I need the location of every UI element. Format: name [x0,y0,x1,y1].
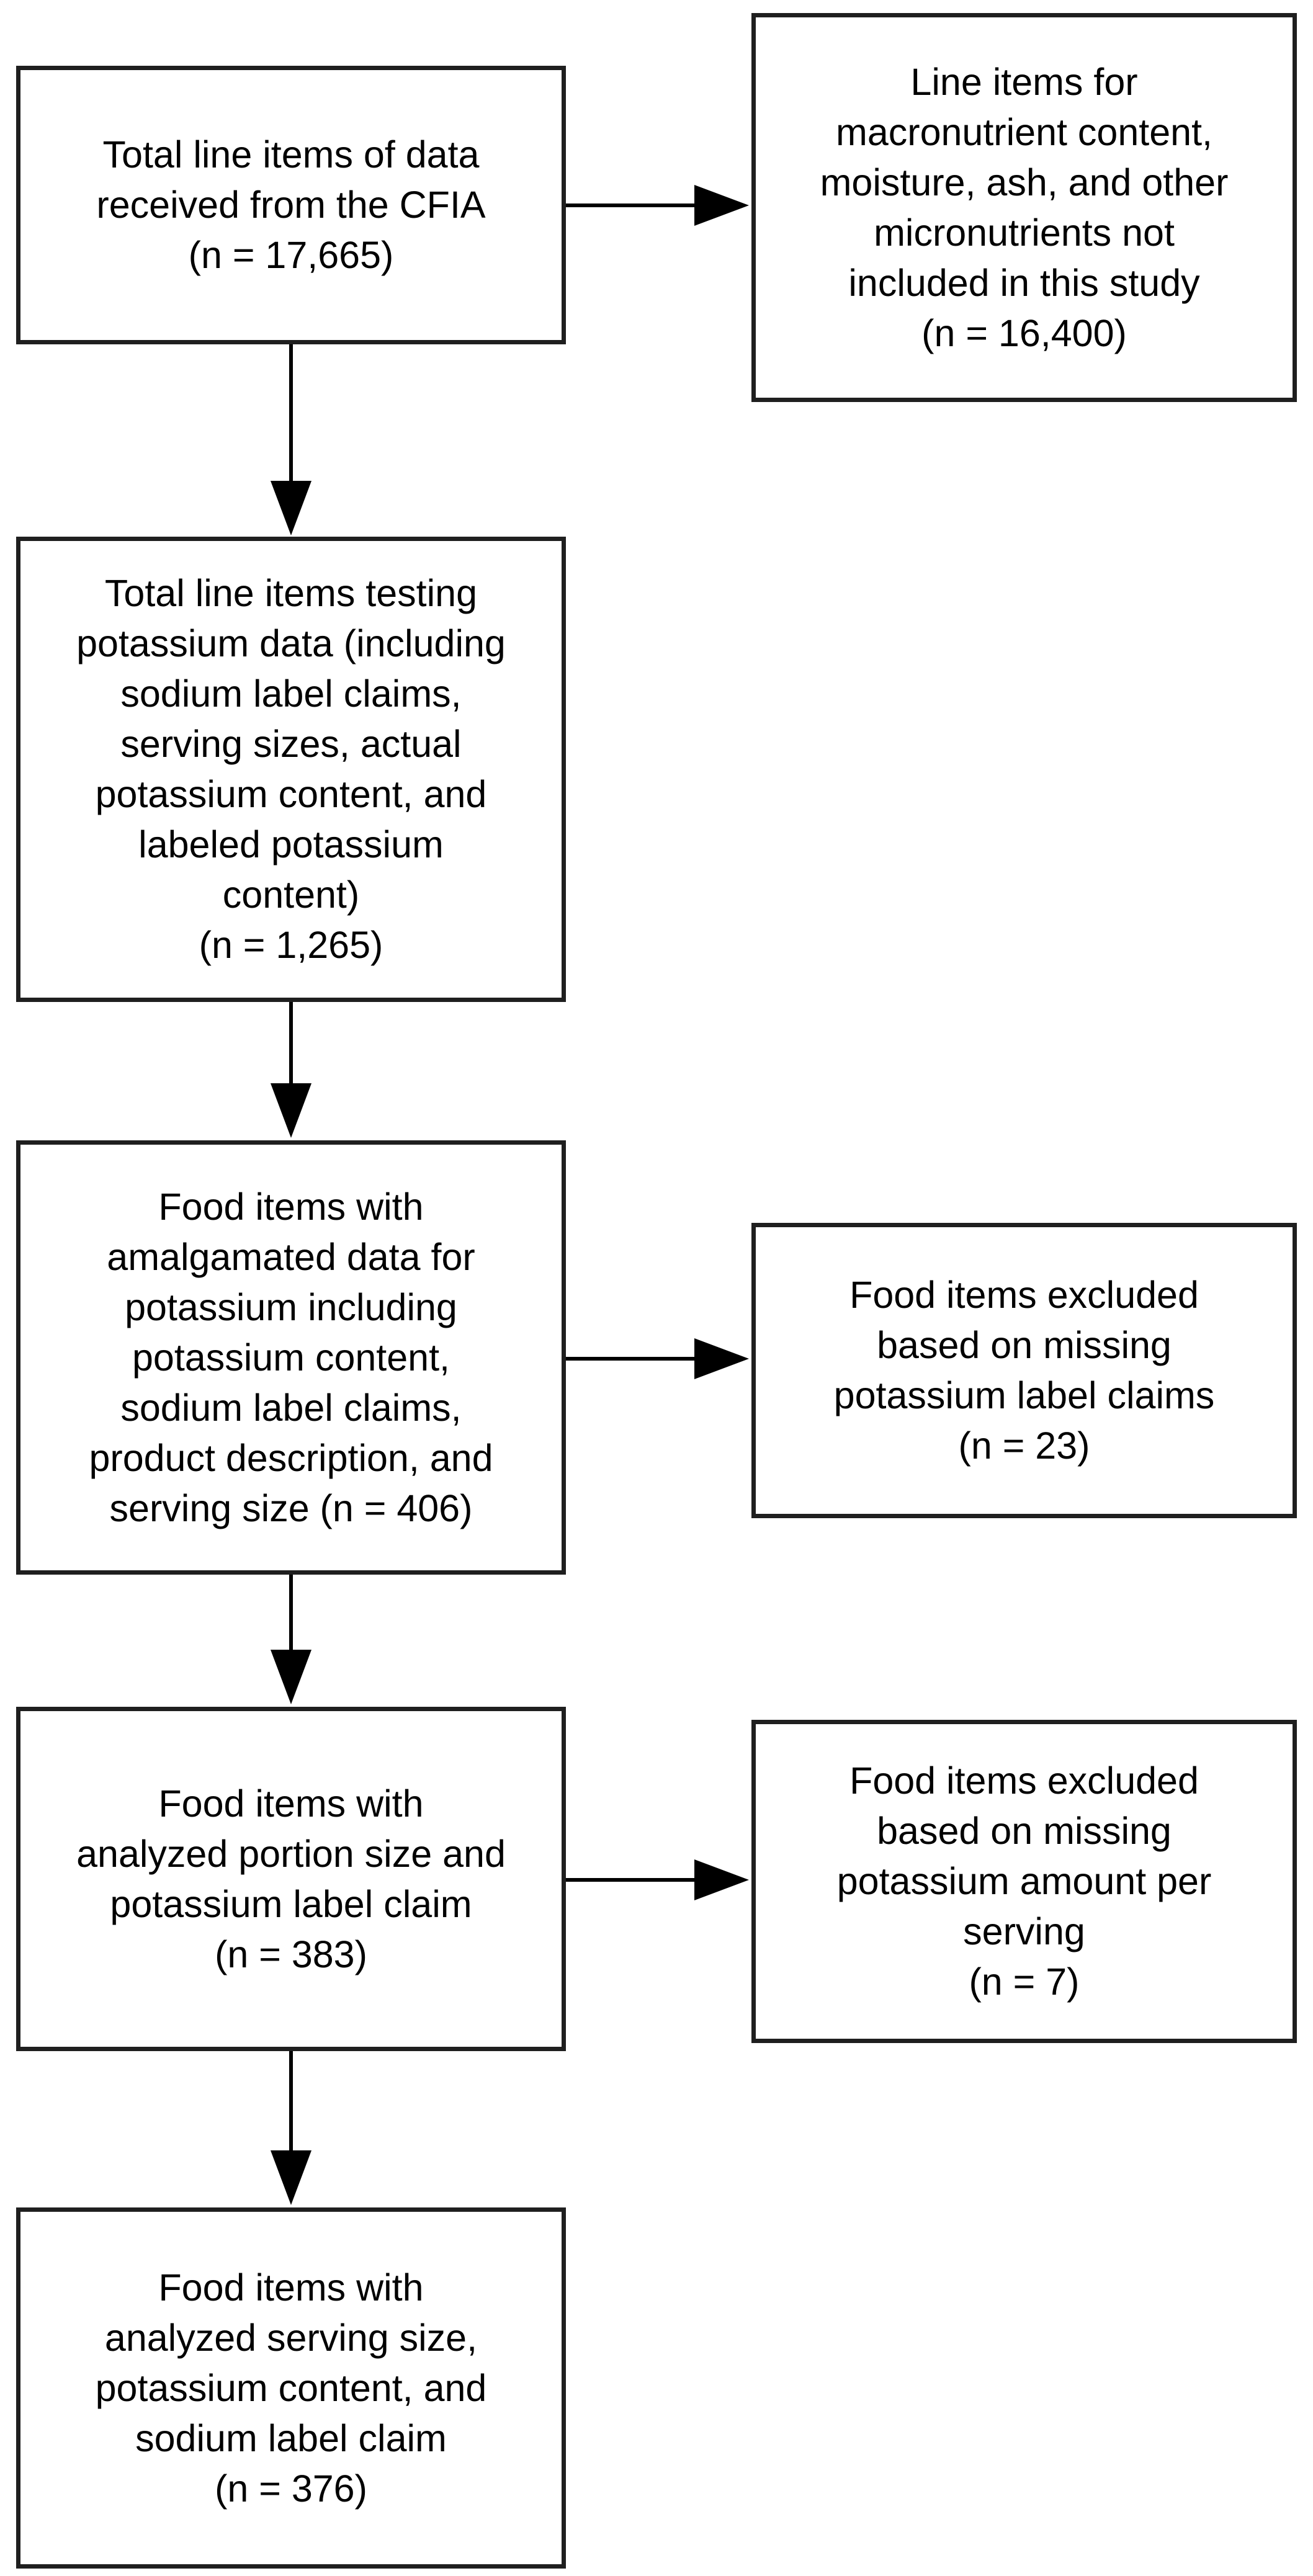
arrow-right-icon [694,1338,749,1379]
arrow-down-icon [271,481,311,535]
arrow-down-icon [271,1650,311,1704]
flow-box-final-included-food-items: Food items with analyzed serving size, p… [16,2207,566,2569]
connector-b4-b6 [271,1572,311,1704]
arrow-right-icon [694,185,749,226]
connector-b3-b4 [271,1000,311,1138]
connector-b1-b3 [271,342,311,535]
connector-b1-b2 [563,185,749,226]
flow-box-excluded-macronutrient-line-items: Line items for macronutrient content, mo… [751,13,1297,402]
arrow-right-icon [694,1859,749,1900]
connector-b6-b7 [563,1859,749,1900]
arrow-down-icon [271,2150,311,2205]
connector-b6-b8 [271,2049,311,2205]
flow-box-total-line-items-cfia: Total line items of data received from t… [16,66,566,344]
flow-box-excluded-missing-potassium-amount: Food items excluded based on missing pot… [751,1720,1297,2043]
flow-box-analyzed-portion-size-items: Food items with analyzed portion size an… [16,1707,566,2051]
flow-box-excluded-missing-potassium-label-claims: Food items excluded based on missing pot… [751,1223,1297,1518]
flow-box-potassium-testing-line-items: Total line items testing potassium data … [16,537,566,1002]
connector-b4-b5 [563,1338,749,1379]
flow-box-amalgamated-potassium-food-items: Food items with amalgamated data for pot… [16,1140,566,1575]
arrow-down-icon [271,1083,311,1138]
